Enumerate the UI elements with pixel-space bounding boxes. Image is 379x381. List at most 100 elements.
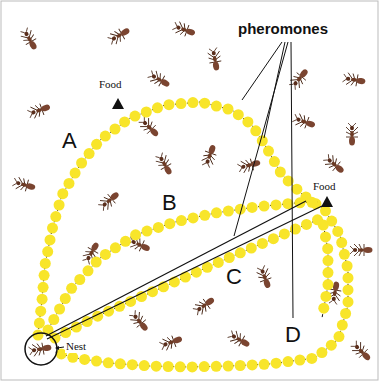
- pheromone-dot: [323, 279, 334, 290]
- ant-head: [163, 342, 169, 347]
- pheromone-dot: [343, 272, 354, 283]
- ant: [322, 153, 347, 177]
- leader-line: [234, 42, 288, 236]
- pheromone-dot: [130, 111, 141, 122]
- ant-antenna: [348, 123, 356, 126]
- ant-head: [196, 306, 202, 312]
- path-letter: C: [226, 264, 242, 289]
- ant-abdomen: [205, 297, 216, 307]
- pheromone-dot: [318, 303, 329, 314]
- ants: [12, 20, 374, 363]
- path-letter: D: [285, 322, 301, 347]
- ant-head: [331, 296, 336, 301]
- pheromone-dot: [91, 139, 102, 150]
- ant-thorax: [350, 131, 354, 137]
- ant: [192, 294, 217, 317]
- pheromone-dot: [47, 223, 58, 234]
- ant-thorax: [37, 347, 44, 352]
- pheromone-dot: [339, 249, 350, 260]
- pheromone-dot: [235, 247, 246, 258]
- ant-abdomen: [251, 159, 261, 167]
- trail-line: [48, 202, 318, 330]
- pheromone-dot: [336, 237, 347, 248]
- ant-abdomen: [208, 144, 217, 155]
- ant: [349, 339, 373, 363]
- ant-head: [350, 126, 354, 130]
- direct-line: [46, 201, 306, 336]
- ant: [27, 101, 52, 120]
- food-label: Food: [98, 78, 123, 91]
- pheromone-dot: [271, 358, 282, 369]
- ant: [159, 333, 184, 352]
- ant-head: [151, 74, 157, 80]
- ant-head: [133, 314, 139, 320]
- pheromone-dot: [250, 125, 261, 136]
- pheromone-dot: [74, 274, 85, 285]
- pheromone-dot: [70, 168, 81, 179]
- pheromone-dot: [271, 199, 282, 210]
- ant: [107, 25, 132, 47]
- ant-abdomen: [299, 68, 309, 79]
- pheromone-dot: [334, 331, 345, 342]
- pheromone-dot: [343, 284, 354, 295]
- ant-abdomen: [42, 344, 52, 351]
- pheromone-dot: [152, 102, 163, 113]
- pheromone-dot: [37, 294, 48, 305]
- pheromone-dot: [247, 202, 258, 213]
- pheromone-dot: [242, 116, 253, 127]
- pheromone-dot: [223, 361, 234, 372]
- ant-head: [142, 120, 148, 126]
- nest-label: Nest: [65, 340, 87, 353]
- ant-head: [102, 202, 108, 208]
- pheromone-dot: [130, 229, 141, 240]
- pheromone-dot: [187, 361, 198, 372]
- ant-leg: [110, 31, 121, 44]
- ant-head: [231, 334, 237, 340]
- pheromone-dot: [291, 184, 302, 195]
- ant-abdomen: [40, 104, 51, 113]
- nest-pointer-head: [55, 346, 59, 350]
- pheromone-dot: [337, 320, 348, 331]
- ant: [350, 244, 373, 256]
- ant-thorax: [246, 163, 253, 168]
- ant-head: [176, 25, 182, 30]
- pheromone-dot: [139, 360, 150, 371]
- pheromone-dot: [34, 318, 45, 329]
- pheromone-dot: [120, 236, 131, 247]
- ant: [342, 72, 366, 88]
- pheromones-label: pheromones: [238, 20, 328, 37]
- pheromone-dot: [294, 355, 305, 366]
- pheromone-dot: [342, 261, 353, 272]
- ant-head: [205, 159, 210, 165]
- pheromone-dot: [188, 212, 199, 223]
- pheromone-dot: [301, 219, 312, 230]
- pheromone-dot: [141, 107, 152, 118]
- ant-abdomen: [185, 28, 196, 37]
- pheromone-dot: [38, 282, 49, 293]
- ant-abdomen: [28, 40, 38, 51]
- ant-abdomen: [332, 281, 339, 291]
- pheromone-dot: [100, 249, 111, 260]
- pheromone-dot: [151, 361, 162, 372]
- pheromone-dot: [323, 255, 334, 266]
- path-letter: B: [162, 190, 177, 215]
- ant-thorax: [358, 248, 364, 252]
- pheromone-dot: [283, 356, 294, 367]
- ant-head: [260, 269, 265, 275]
- pheromone-dot: [79, 354, 90, 365]
- ant-head: [16, 181, 21, 186]
- ant-head: [111, 36, 117, 42]
- pheromone-dot: [110, 124, 121, 135]
- pheromone-dot: [257, 135, 268, 146]
- pheromone-dot: [176, 215, 187, 226]
- ant-abdomen: [139, 321, 149, 332]
- nest-circle: [25, 333, 57, 365]
- ant-thorax: [333, 290, 338, 297]
- pheromone-dot: [247, 359, 258, 370]
- pheromone-dot: [127, 359, 138, 370]
- ant: [154, 152, 176, 177]
- pheromone-dot: [164, 99, 175, 110]
- pheromone-dot: [54, 200, 65, 211]
- pheromone-dot: [110, 242, 121, 253]
